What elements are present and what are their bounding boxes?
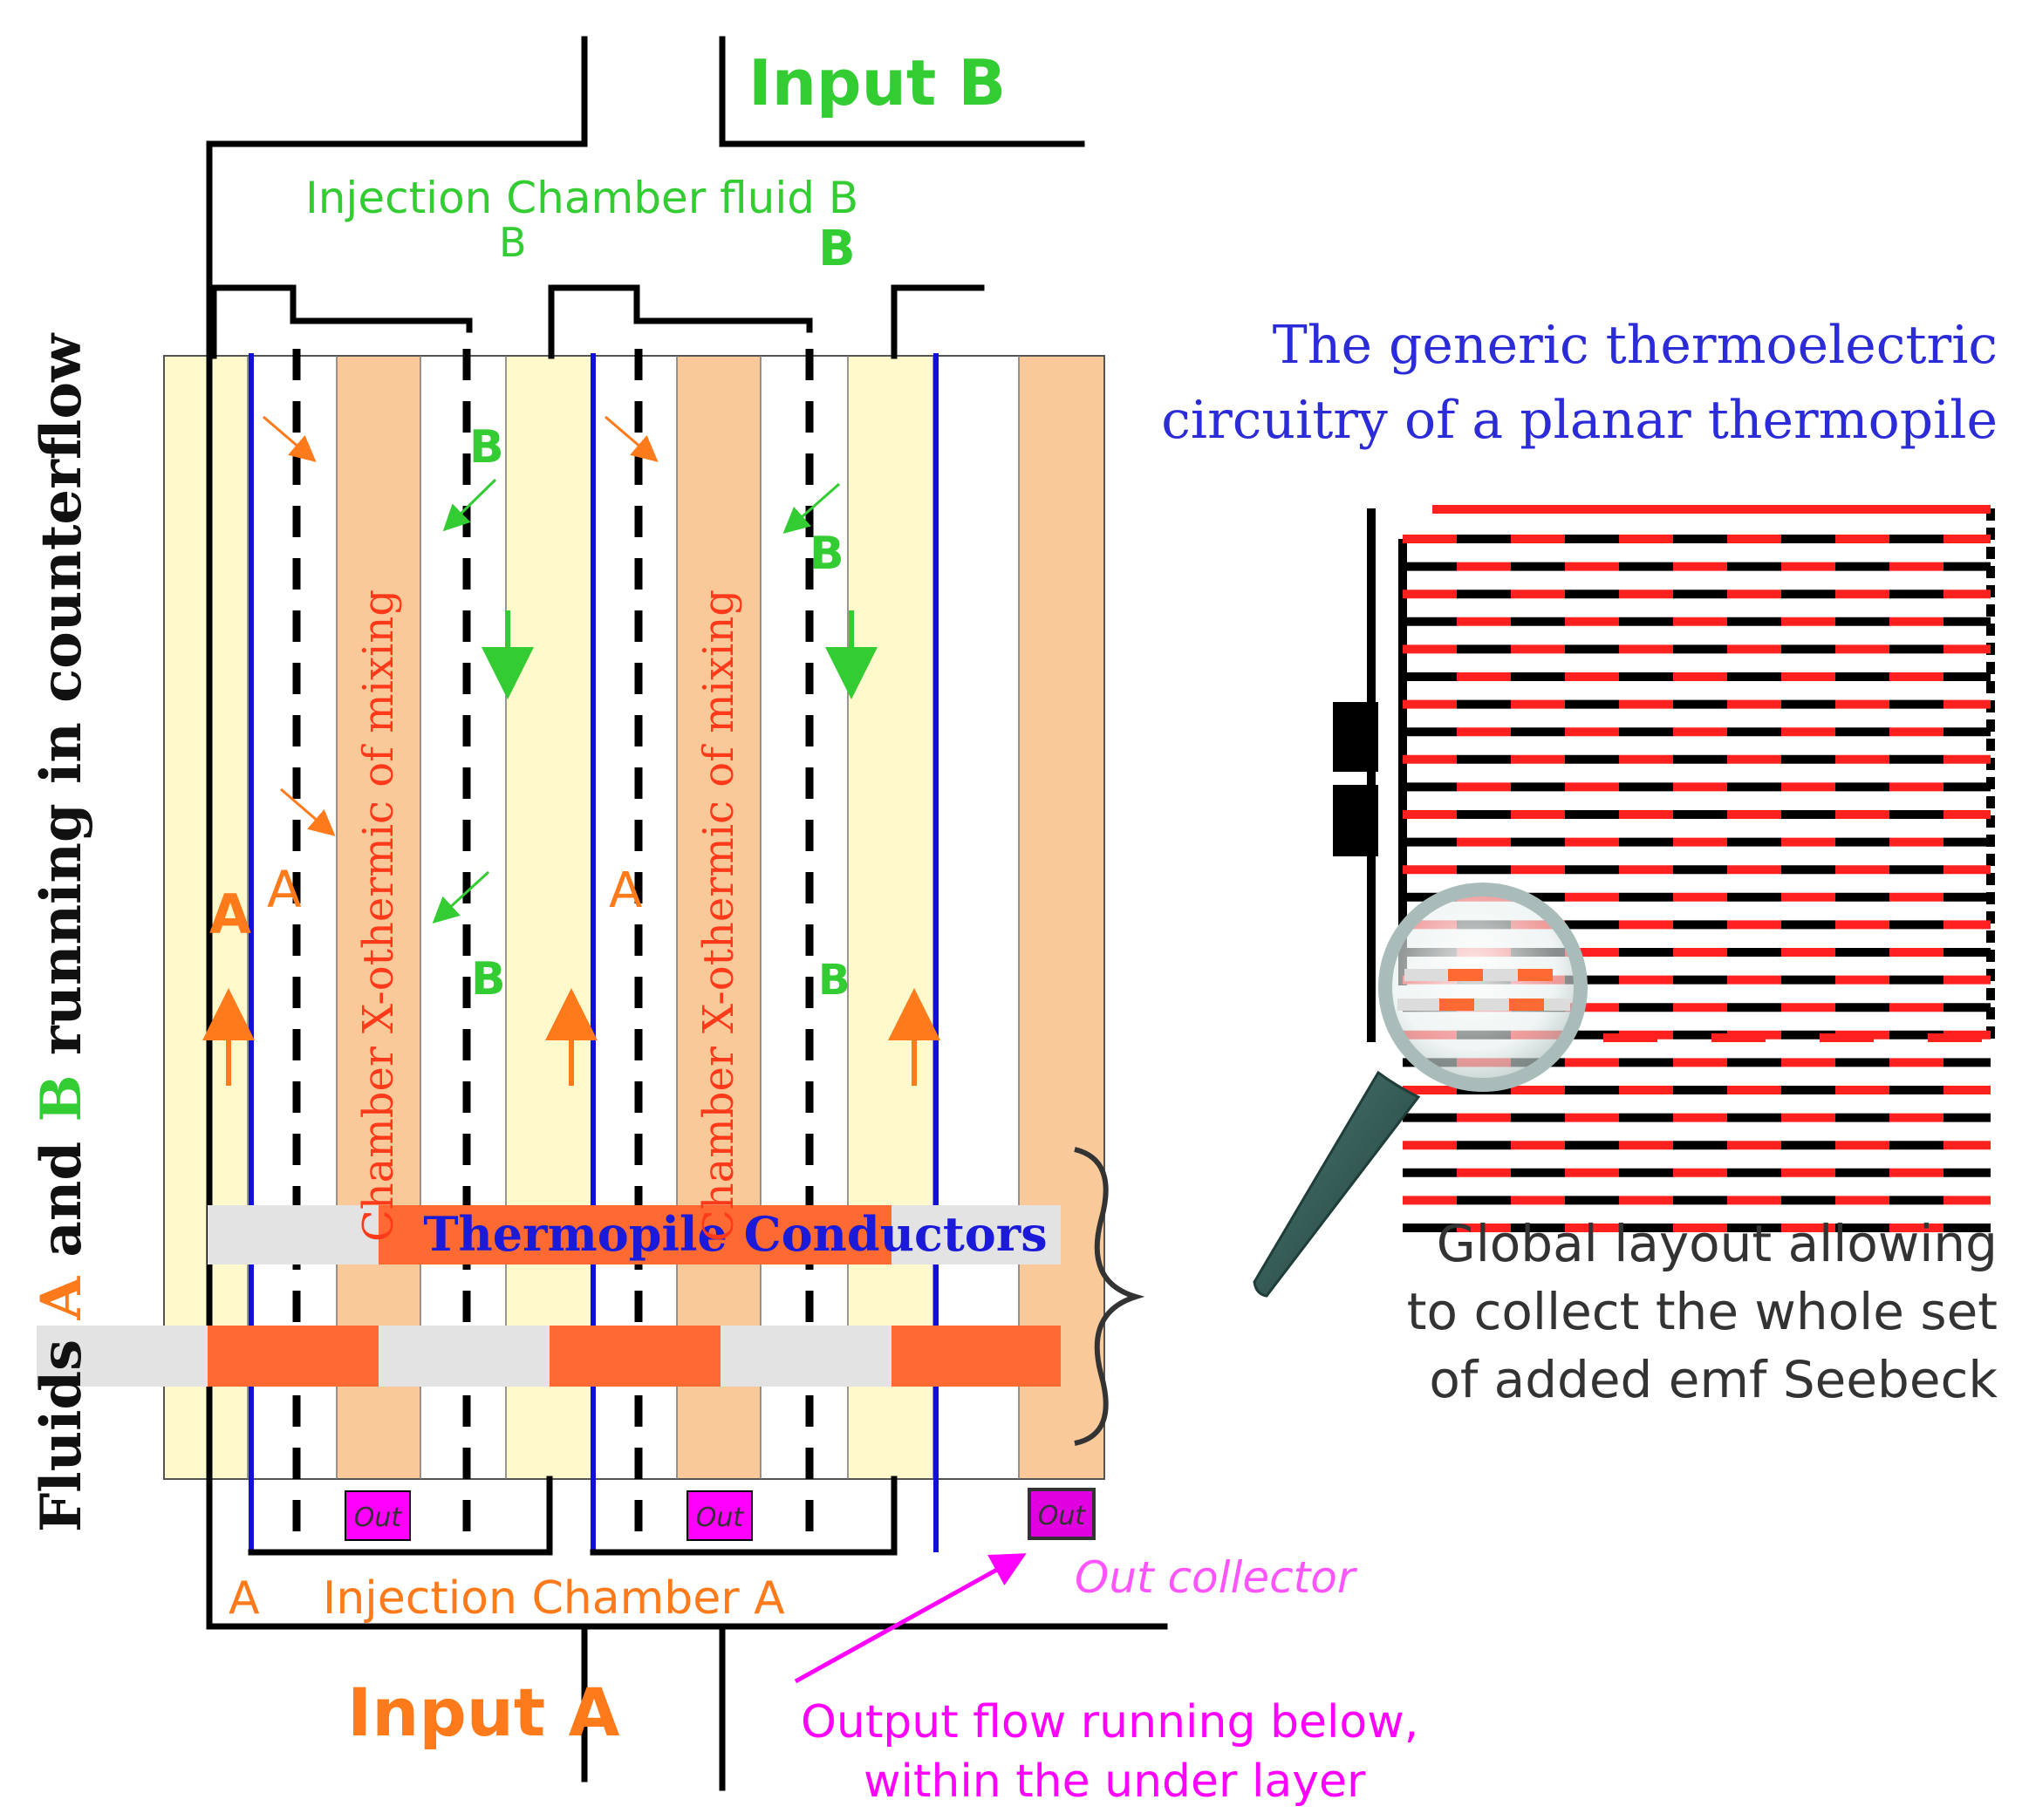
out-box — [687, 1490, 753, 1541]
side-title: Fluids A and B running in counterflow — [29, 332, 94, 1532]
out-label: Out — [1038, 1501, 1087, 1531]
a-label: A — [209, 883, 251, 946]
thermopile-conductors — [37, 1147, 1145, 1446]
input-b-label: Input B — [748, 46, 1006, 119]
a-label: A — [609, 862, 642, 919]
strip-yellow — [848, 356, 933, 1479]
device-outline — [163, 355, 1105, 1480]
flow-arrow-b — [442, 478, 497, 532]
b-label: B — [499, 219, 527, 266]
thermopile-circuit — [1333, 505, 1995, 1232]
flow-arrow-a — [280, 787, 336, 836]
chamber-strip — [337, 356, 420, 1479]
b-label: B — [809, 528, 844, 580]
b-label: B — [818, 221, 856, 277]
flow-arrow-a — [605, 415, 659, 462]
out-collector-label: Out collector — [1075, 1552, 1358, 1603]
b-label: B — [471, 953, 506, 1005]
strip-yellow — [506, 356, 591, 1479]
flow-arrow-a — [263, 415, 317, 462]
chamber-label-1: Chamber X-othermic of mixing — [354, 590, 403, 1242]
input-a-label: Input A — [347, 1673, 620, 1751]
magnifier-icon — [1253, 883, 1588, 1298]
magenta-arrow — [794, 1553, 1027, 1684]
generic-title-line2: circuitry of a planar thermopile — [1161, 390, 1998, 451]
a-label: A — [229, 1572, 260, 1625]
injection-b-label: Injection Chamber fluid B — [305, 173, 858, 223]
orange-arrows — [202, 415, 940, 1086]
b-label: B — [469, 421, 504, 474]
brace — [1074, 1147, 1145, 1446]
chamber-strip — [1019, 356, 1104, 1479]
generic-title-line1: The generic thermoelectric — [1273, 315, 1998, 376]
device-strips — [163, 355, 1105, 1480]
global-line1: Global layout allowing — [1437, 1214, 1998, 1273]
out-box — [345, 1490, 411, 1541]
out-boxes: Out Out Out — [345, 1488, 1096, 1541]
chamber-label-2: Chamber X-othermic of mixing — [694, 590, 743, 1242]
flow-arrow-b — [782, 482, 840, 534]
injection-a-label: Injection Chamber A — [323, 1572, 785, 1625]
chamber-strip — [677, 356, 761, 1479]
out-box — [1028, 1488, 1096, 1540]
out-label: Out — [354, 1503, 403, 1533]
chamber-walls — [206, 36, 1168, 1791]
flow-arrow-b — [432, 870, 490, 924]
output-flow-line1: Output flow running below, — [801, 1696, 1418, 1748]
output-flow-line2: within the under layer — [864, 1755, 1366, 1808]
magnifier-lens — [1378, 883, 1588, 1092]
terminal-block — [1333, 702, 1378, 772]
b-label: B — [818, 956, 850, 1005]
green-arrows — [432, 478, 878, 924]
a-label: A — [267, 860, 302, 919]
terminal-block — [1333, 785, 1378, 856]
magnifier-handle — [1253, 1070, 1421, 1298]
out-label: Out — [696, 1503, 745, 1533]
strip-yellow — [164, 356, 248, 1479]
thermopile-label: Thermopile Conductors — [423, 1206, 1047, 1262]
global-line2: to collect the whole set — [1407, 1282, 1998, 1341]
global-line3: of added emf Seebeck — [1429, 1350, 1998, 1409]
